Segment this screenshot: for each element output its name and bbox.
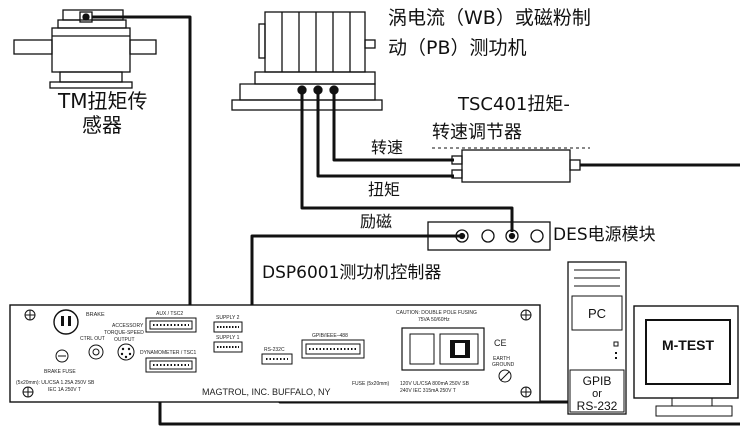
monitor: M-TEST (633, 305, 739, 417)
gpib-panel-label: GPIB/IEEE–488 (312, 333, 348, 339)
tm-sensor-label-2: 感器 (82, 113, 122, 137)
tsc-label-1: TSC401扭矩- (458, 94, 570, 115)
tsc-label-2: 转速调节器 (432, 122, 522, 143)
ctrl-out-label: CTRL OUT (80, 336, 105, 342)
pc-gpib-label: GPIB (583, 374, 612, 388)
pc-label: PC (588, 306, 606, 321)
speed-label: 转速 (371, 138, 404, 157)
m-test-label: M-TEST (662, 337, 715, 353)
accessory-label-1: ACCESSORY (112, 323, 144, 329)
supply2-label: SUPPLY 2 (216, 315, 240, 321)
earth-2: GROUND (492, 362, 515, 368)
maker-label: MAGTROL, INC. BUFFALO, NY (202, 387, 331, 397)
torque-label: 扭矩 (368, 180, 401, 199)
tm-sensor-label-1: TM扭矩传 (58, 89, 148, 113)
excitation-label: 励磁 (360, 212, 393, 231)
earth-1: EARTH (493, 356, 510, 362)
pc-rs232-label: RS-232 (577, 399, 618, 413)
dyn-label: DYNAMOMETER / TSC1 (140, 350, 197, 356)
brake-fuse-label: BRAKE FUSE (44, 369, 76, 375)
supply1-label: SUPPLY 1 (216, 335, 240, 341)
accessory-label-2: TORQUE-SPEED (104, 330, 144, 336)
fuse-right-2: 240V IEC 315mA 250V T (400, 388, 456, 394)
tsc401-controller (451, 149, 581, 183)
tm-torque-sensor (13, 9, 157, 89)
fuse-right-1: 120V UL/CSA 800mA 250V SB (400, 381, 470, 387)
pc-tower: PC GPIB or RS-232 (567, 261, 627, 415)
pc-or-label: or (592, 388, 602, 400)
caution-1: CAUTION: DOUBLE POLE FUSING (396, 310, 477, 316)
rs232-label: RS-232C (264, 347, 285, 353)
des-label: DES电源模块 (553, 225, 656, 245)
dyno-label-1: 涡电流（WB）或磁粉制 (388, 7, 591, 29)
dynamometer (231, 11, 383, 111)
aux-label: AUX / TSC2 (156, 311, 183, 317)
fuse-right-label: FUSE (5x20mm) (352, 381, 390, 387)
brake-label: BRAKE (86, 312, 105, 318)
ce-mark: CE (494, 338, 507, 348)
caution-2: 75VA 50/60Hz (418, 317, 450, 323)
dyno-label-2: 动（PB）测功机 (388, 37, 527, 59)
fuse-left-2: IEC 1A 250V T (48, 387, 81, 393)
dsp6001-panel: BRAKE BRAKE FUSE CTRL OUT ACCESSORY TORQ… (9, 304, 541, 403)
fuse-left-1: (5x20mm): UL/CSA 1.25A 250V SB (16, 380, 95, 386)
accessory-label-3: OUTPUT (114, 337, 135, 343)
dsp-label: DSP6001测功机控制器 (262, 263, 442, 283)
